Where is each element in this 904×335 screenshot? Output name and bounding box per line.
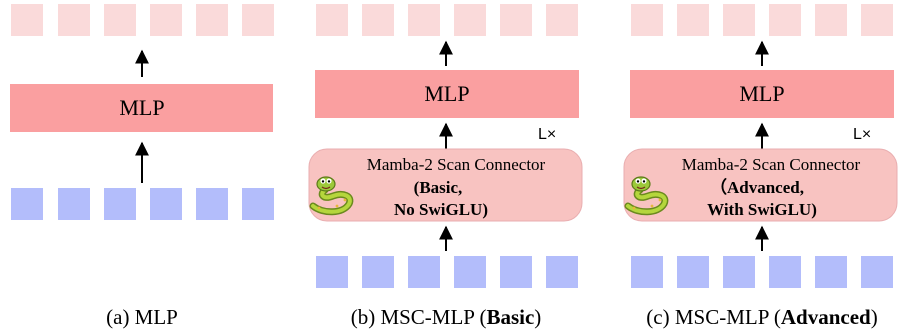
input-token (815, 256, 847, 288)
output-token (454, 4, 486, 36)
connector-swiglu: With SwiGLU) (707, 200, 817, 219)
connector-variant: (Basic, (414, 178, 463, 197)
panel-b: MLP L× Mamba-2 Scan Connector (Basic, No… (308, 4, 583, 329)
input-token (408, 256, 440, 288)
input-token (769, 256, 801, 288)
input-token (723, 256, 755, 288)
connector-block (308, 148, 583, 222)
output-tokens (11, 4, 274, 36)
output-token (11, 4, 43, 36)
mlp-block (315, 70, 579, 118)
input-token (861, 256, 893, 288)
output-token (58, 4, 90, 36)
caption-b: (b) MSC-MLP (Basic) (351, 305, 542, 329)
output-token (677, 4, 709, 36)
input-token (242, 188, 274, 220)
input-token (150, 188, 182, 220)
connector-title: Mamba-2 Scan Connector (682, 155, 861, 174)
output-token (242, 4, 274, 36)
output-token (316, 4, 348, 36)
mlp-label: MLP (119, 95, 164, 120)
output-tokens (631, 4, 893, 36)
input-token (454, 256, 486, 288)
output-token (196, 4, 228, 36)
output-token (723, 4, 755, 36)
input-token (11, 188, 43, 220)
input-token (196, 188, 228, 220)
output-token (546, 4, 578, 36)
input-token (500, 256, 532, 288)
output-token (769, 4, 801, 36)
input-token (58, 188, 90, 220)
connector-variant: （Advanced, (710, 177, 804, 197)
layer-repeat-label: L× (853, 126, 871, 143)
input-tokens (631, 256, 893, 288)
output-token (861, 4, 893, 36)
output-token (362, 4, 394, 36)
output-token (150, 4, 182, 36)
output-token (408, 4, 440, 36)
connector-block (623, 148, 898, 222)
input-token (316, 256, 348, 288)
mlp-label: MLP (424, 81, 469, 106)
panel-c: MLP L× Mamba-2 Scan Connector （Advanced,… (623, 4, 898, 329)
input-token (631, 256, 663, 288)
output-token (104, 4, 136, 36)
input-token (104, 188, 136, 220)
mlp-label: MLP (739, 81, 784, 106)
input-tokens (11, 188, 274, 220)
output-token (500, 4, 532, 36)
mlp-block (630, 70, 894, 118)
input-token (677, 256, 709, 288)
mlp-block (10, 84, 273, 132)
input-token (546, 256, 578, 288)
input-tokens (316, 256, 578, 288)
output-tokens (316, 4, 578, 36)
output-token (631, 4, 663, 36)
connector-title: Mamba-2 Scan Connector (367, 155, 546, 174)
caption-c: (c) MSC-MLP (Advanced) (646, 305, 877, 329)
panel-a: MLP (a) MLP (10, 4, 274, 329)
input-token (362, 256, 394, 288)
layer-repeat-label: L× (538, 126, 556, 143)
output-token (815, 4, 847, 36)
connector-swiglu: No SwiGLU) (394, 200, 488, 219)
caption-a: (a) MLP (106, 305, 178, 329)
